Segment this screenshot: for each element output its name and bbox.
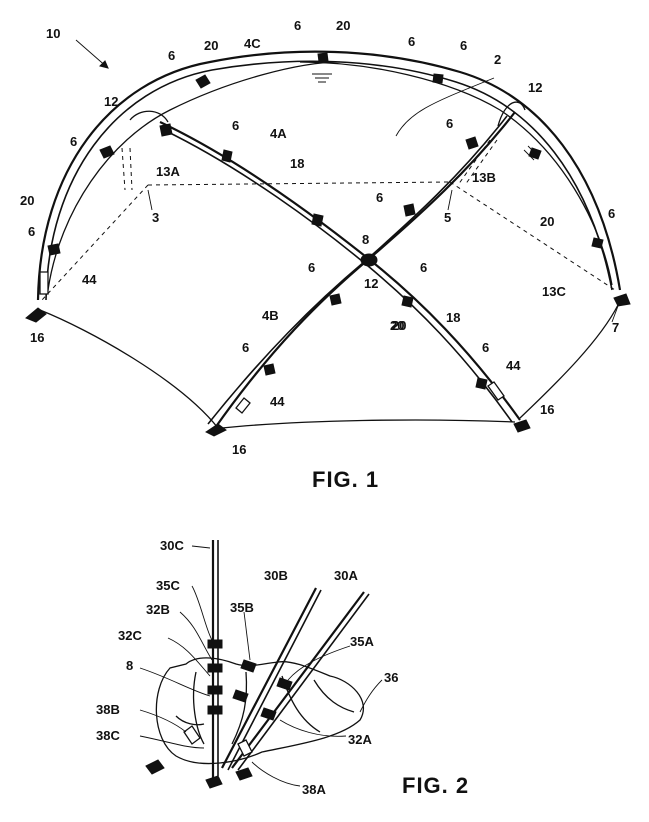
- label: 4C: [244, 36, 261, 51]
- label: 10: [46, 26, 60, 41]
- label: 6: [408, 34, 415, 49]
- label: 6: [242, 340, 249, 355]
- label: 20: [20, 193, 34, 208]
- label: 12: [104, 94, 118, 109]
- fig2-drawing: [139, 540, 383, 789]
- label: 6: [482, 340, 489, 355]
- label: 6: [420, 260, 427, 275]
- label: 38A: [302, 782, 326, 797]
- label: 30A: [334, 568, 358, 583]
- label: 20: [336, 18, 350, 33]
- label: 36: [384, 670, 398, 685]
- label: 6: [70, 134, 77, 149]
- fig2-caption: FIG. 2: [402, 773, 469, 798]
- label: 7: [612, 320, 619, 335]
- label: 38B: [96, 702, 120, 717]
- label: 8: [126, 658, 133, 673]
- label: 2: [494, 52, 501, 67]
- label: 30C: [160, 538, 184, 553]
- hub-icon: [360, 253, 378, 267]
- label: 16: [232, 442, 246, 457]
- fig1-caption: FIG. 1: [312, 467, 379, 492]
- label: 12: [528, 80, 542, 95]
- label: 20: [540, 214, 554, 229]
- label: 6: [28, 224, 35, 239]
- label: 35A: [350, 634, 374, 649]
- label: 18: [290, 156, 304, 171]
- label: 32A: [348, 732, 372, 747]
- label: 6: [376, 190, 383, 205]
- label: 6: [446, 116, 453, 131]
- label: 13C: [542, 284, 566, 299]
- pole-4a: [159, 121, 521, 421]
- label: 5: [444, 210, 451, 225]
- label: 44: [506, 358, 521, 373]
- label: 44: [270, 394, 285, 409]
- label: 20: [204, 38, 218, 53]
- label: 8: [362, 232, 369, 247]
- label: 13B: [472, 170, 496, 185]
- label: 35B: [230, 600, 254, 615]
- label: 32C: [118, 628, 142, 643]
- label: 32B: [146, 602, 170, 617]
- label: 16: [30, 330, 44, 345]
- label: 6: [308, 260, 315, 275]
- label: 4A: [270, 126, 287, 141]
- fig2-labels: 30C 30B 30A 35C 35B 32B 32C 35A 36 8 38B…: [96, 538, 398, 797]
- label: 4B: [262, 308, 279, 323]
- label: 18: [446, 310, 460, 325]
- label: 6: [460, 38, 467, 53]
- label: 3: [152, 210, 159, 225]
- arrow-icon: [99, 60, 109, 69]
- label: 20: [390, 318, 404, 333]
- label: 38C: [96, 728, 120, 743]
- label: 6: [168, 48, 175, 63]
- pole-4c: [36, 50, 622, 301]
- label: 6: [232, 118, 239, 133]
- label: 12: [364, 276, 378, 291]
- label: 20: [392, 318, 406, 333]
- label: 13A: [156, 164, 180, 179]
- fig1-drawing: [25, 39, 631, 437]
- label: 30B: [264, 568, 288, 583]
- label: 16: [540, 402, 554, 417]
- label: 6: [608, 206, 615, 221]
- label: 6: [294, 18, 301, 33]
- label: 35C: [156, 578, 180, 593]
- fig1-labels: 10 4C 6 20 6 20 6 2 6 20 12 12 6 4A 6 6 …: [20, 18, 619, 457]
- label: 44: [82, 272, 97, 287]
